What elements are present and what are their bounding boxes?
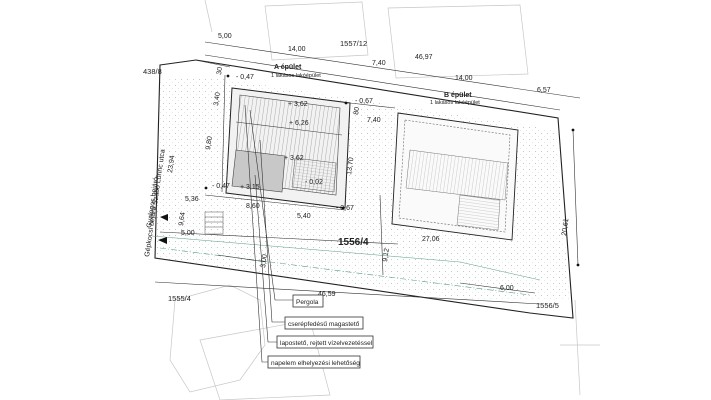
dim-right-1: 20,61 bbox=[561, 218, 570, 236]
building-a-flat-roof bbox=[231, 149, 286, 193]
dim-middle-1: 9,12 bbox=[382, 248, 391, 263]
pedestrian-entrance-marker bbox=[160, 214, 168, 221]
dim-a-right-2: 7,40 bbox=[367, 117, 381, 124]
dim-a-bottom-1: 8,60 bbox=[246, 203, 260, 210]
callout-pitched-roof: cserépfedésű magastető bbox=[288, 321, 360, 328]
dim-top-2: 14,00 bbox=[288, 46, 306, 53]
dim-top-1: 5,00 bbox=[218, 33, 232, 40]
level-a-eave: + 3,62 bbox=[284, 155, 304, 162]
level-a-ridge-1: + 3,62 bbox=[288, 101, 308, 108]
building-b bbox=[391, 112, 519, 241]
entrance-steps bbox=[204, 211, 224, 235]
dim-a-right-1: 80 bbox=[353, 106, 361, 115]
neighbor-lot-top-left: 438/8 bbox=[143, 67, 162, 76]
dim-gate-1: 9,64 bbox=[178, 212, 187, 227]
neighbor-outlines bbox=[169, 0, 600, 400]
building-b-roof bbox=[398, 119, 511, 233]
building-b-subtitle: 1 lakásos lakóépület bbox=[430, 100, 480, 106]
dim-top-3: 46,97 bbox=[415, 54, 433, 61]
dim-bottom: 46,59 bbox=[318, 291, 336, 298]
plot-number: 1556/4 bbox=[338, 237, 369, 248]
callout-box-flat-roof bbox=[276, 335, 374, 349]
dim-top-6: 6,57 bbox=[537, 87, 551, 94]
neighbor-lot-top: 1557/12 bbox=[340, 39, 367, 48]
building-b-title: B épület bbox=[444, 92, 472, 99]
level-a-ridge-2: + 6,26 bbox=[289, 120, 309, 127]
dim-a-left-1: 3,40 bbox=[213, 92, 222, 107]
dim-a-bottom-2: 5,40 bbox=[297, 213, 311, 220]
dim-a-top: 30 bbox=[216, 66, 224, 75]
street-width: 23,94 bbox=[167, 155, 176, 173]
dim-gate-3: 3,00 bbox=[260, 254, 269, 269]
dim-a-right-3: 13,70 bbox=[346, 157, 355, 175]
building-a-subtitle: 1 lakásos lakóépület bbox=[271, 73, 321, 79]
level-a-ne: - 0,67 bbox=[355, 98, 373, 105]
level-a-se: - 0,67 bbox=[336, 205, 354, 212]
callout-box-pitched-roof bbox=[284, 316, 364, 330]
callout-leaders bbox=[244, 104, 293, 363]
building-a-pergola bbox=[291, 157, 337, 193]
neighbor-lot-bottom-left: 1555/4 bbox=[168, 294, 191, 303]
dimension-ticks bbox=[204, 74, 580, 267]
callout-flat-roof: lapostető, rejtett vízelvezetéssel bbox=[280, 340, 373, 347]
callout-solar: napelem elhelyezési lehetőség bbox=[271, 360, 360, 367]
neighbor-lot-bottom-right: 1556/5 bbox=[536, 301, 559, 310]
callout-pergola: Pergola bbox=[296, 299, 319, 306]
dimension-lines bbox=[154, 41, 581, 305]
dim-a-left-3: 5,36 bbox=[185, 196, 199, 203]
building-b-pitched bbox=[405, 149, 509, 201]
level-a-pergola: - 0,02 bbox=[305, 179, 323, 186]
green-strip bbox=[151, 235, 541, 281]
level-a-flat: + 3,15 bbox=[240, 184, 260, 191]
building-a-title: A épület bbox=[274, 64, 302, 71]
callout-box-solar bbox=[267, 355, 361, 369]
dim-middle-2: 27,06 bbox=[422, 236, 440, 243]
setback-line bbox=[159, 247, 531, 296]
dim-a-left-2: 9,80 bbox=[205, 136, 214, 151]
car-entrance-marker bbox=[158, 237, 167, 244]
building-b-terrace bbox=[456, 194, 501, 231]
level-a-nw: - 0,47 bbox=[236, 74, 254, 81]
building-a bbox=[225, 87, 351, 209]
dim-top-4: 7,40 bbox=[372, 60, 386, 67]
dim-top-5: 14,00 bbox=[455, 75, 473, 82]
dim-gate-2: 5,00 bbox=[181, 230, 195, 237]
dim-right-2: 6,00 bbox=[500, 285, 514, 292]
callout-box-pergola bbox=[292, 294, 324, 308]
level-a-sw: - 0,47 bbox=[212, 183, 230, 190]
